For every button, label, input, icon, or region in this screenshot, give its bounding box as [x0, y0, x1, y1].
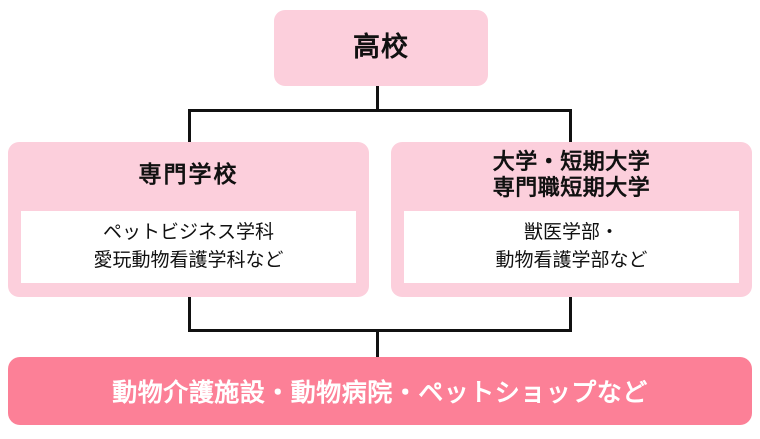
- connector-drop-to-school: [188, 109, 191, 144]
- node-vocational-school-body: ペットビジネス学科 愛玩動物看護学科など: [21, 211, 356, 283]
- node-university-header: 大学・短期大学 専門職短期大学: [391, 142, 752, 210]
- node-high-school: 高校: [274, 10, 488, 86]
- node-vocational-school-body-line2: 愛玩動物看護学科など: [93, 249, 284, 271]
- node-career-outcome-label: 動物介護施設・動物病院・ペットショップなど: [112, 378, 648, 407]
- connector-riser-from-university: [569, 295, 572, 332]
- node-university-body: 獣医学部・ 動物看護学部など: [404, 211, 739, 283]
- connector-split-bar: [188, 109, 572, 112]
- node-university-body-line2: 動物看護学部など: [495, 249, 648, 271]
- connector-riser-from-school: [188, 295, 191, 332]
- node-vocational-school-body-line1: ペットビジネス学科: [102, 221, 274, 244]
- node-vocational-school: 専門学校 ペットビジネス学科 愛玩動物看護学科など: [8, 142, 369, 297]
- node-university-header-line2: 専門職短期大学: [492, 176, 651, 201]
- connector-top-stem: [376, 85, 379, 112]
- node-university-body-line1: 獣医学部・: [523, 221, 619, 244]
- connector-drop-to-university: [569, 109, 572, 144]
- node-vocational-school-header: 専門学校: [8, 142, 369, 210]
- connector-bottom-stem: [376, 329, 379, 359]
- node-university: 大学・短期大学 専門職短期大学 獣医学部・ 動物看護学部など: [391, 142, 752, 297]
- node-career-outcome: 動物介護施設・動物病院・ペットショップなど: [8, 357, 752, 425]
- connector-merge-bar: [188, 329, 572, 332]
- node-vocational-school-header-line1: 専門学校: [138, 162, 239, 189]
- node-university-header-line1: 大学・短期大学: [492, 150, 651, 176]
- node-high-school-label: 高校: [353, 32, 409, 64]
